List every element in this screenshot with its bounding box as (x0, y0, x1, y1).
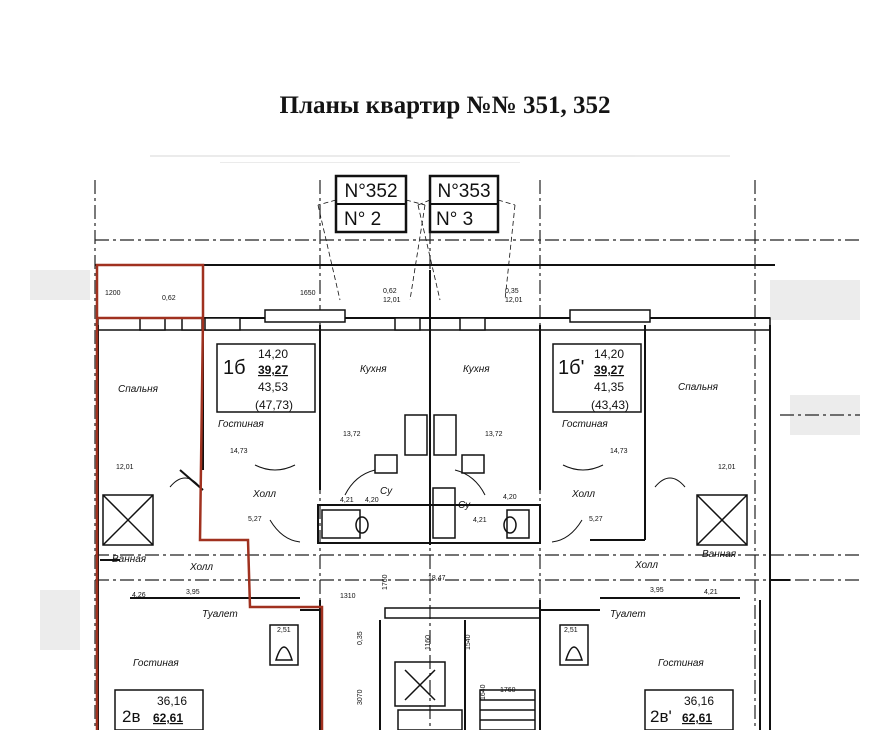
unit-area-1bp-2: 41,35 (594, 380, 624, 394)
unit-area-2vp-0: 36,16 (684, 694, 714, 708)
dim-label: 0,62 (162, 295, 176, 302)
unit-code-1b: 1б (223, 357, 246, 379)
room-label-living-lower-right: Гостиная (658, 658, 704, 669)
dim-label-vertical: 1160 (425, 635, 432, 650)
unit-code-2v-prime: 2в' (650, 707, 672, 726)
unit-area-1bp-3: (43,43) (591, 398, 629, 412)
dim-label-vertical: 1640 (480, 684, 487, 700)
dim-label: 14,73 (230, 448, 248, 455)
room-label-living-lower-left: Гостиная (133, 658, 179, 669)
dim-label: 1200 (105, 290, 121, 297)
badge-353: N°353 N° 3 (428, 174, 500, 234)
dim-label: 0,35 (505, 288, 519, 295)
unit-area-1bp-0: 14,20 (594, 347, 624, 361)
dim-label-vertical: 1540 (465, 634, 472, 650)
room-label-wc-left: Су (380, 486, 393, 497)
badge-352-apartment: N° 2 (344, 209, 381, 230)
dim-label: 12,01 (505, 297, 523, 304)
dim-label: 3,95 (186, 589, 200, 596)
room-labels: Спальня Спальня Гостиная Гостиная Кухня … (112, 364, 737, 669)
room-label-hall-right: Холл (571, 489, 595, 500)
bathtubs (102, 494, 748, 546)
unit-area-1b-1: 39,27 (258, 363, 288, 377)
unit-area-1b-2: 43,53 (258, 380, 288, 394)
dim-label: 0,62 (383, 288, 397, 295)
unit-area-1b-0: 14,20 (258, 347, 288, 361)
toilets (269, 624, 589, 666)
room-label-kitchen-right: Кухня (463, 364, 490, 375)
room-label-hall-lower-left: Холл (189, 562, 213, 573)
unit-box-2v-prime: 2в' 36,16 62,61 (644, 689, 734, 730)
dim-label: 2,51 (277, 627, 291, 634)
room-label-bedroom-right: Спальня (678, 382, 719, 393)
unit-area-2v-1: 62,61 (153, 711, 183, 725)
room-label-bathroom-right: Ванная (702, 549, 737, 560)
unit-area-1bp-1: 39,27 (594, 363, 624, 377)
dim-label: 5,27 (248, 516, 262, 523)
unit-code-1b-prime: 1б' (558, 357, 584, 379)
room-label-bathroom-left: Ванная (112, 554, 147, 565)
unit-code-2v: 2в (122, 707, 141, 726)
badge-352-number: N°352 (344, 181, 397, 202)
apartment-outline (95, 263, 324, 730)
unit-area-2v-0: 36,16 (157, 694, 187, 708)
badge-353-apartment: N° 3 (436, 209, 473, 230)
room-label-hall-lower-right: Холл (634, 560, 658, 571)
unit-box-2v: 2в 36,16 62,61 (114, 689, 204, 730)
dim-label: 14,73 (610, 448, 628, 455)
unit-box-1b-prime: 1б' 14,20 39,27 41,35 (43,43) (552, 343, 642, 413)
dim-label: 1310 (340, 593, 356, 600)
bathroom-block (317, 414, 541, 544)
dim-label: 12,01 (383, 297, 401, 304)
dim-label-vertical: 1760 (382, 574, 389, 590)
windows (139, 309, 651, 331)
dim-label: 1760 (500, 687, 516, 694)
room-label-toilet-right: Туалет (610, 609, 646, 620)
dim-label-vertical: 3070 (357, 689, 364, 705)
dim-label: 4,21 (473, 517, 487, 524)
unit-box-1b: 1б 14,20 39,27 43,53 (47,73) (216, 343, 316, 413)
dim-label: 12,01 (116, 464, 134, 471)
dim-label: 12,01 (718, 464, 736, 471)
dim-label: 4,21 (704, 589, 718, 596)
badge-353-number: N°353 (437, 181, 490, 202)
unit-area-1b-3: (47,73) (255, 398, 293, 412)
room-label-bedroom-left: Спальня (118, 384, 159, 395)
dim-label: 2,51 (564, 627, 578, 634)
room-label-kitchen-left: Кухня (360, 364, 387, 375)
dim-label: 4,21 (340, 497, 354, 504)
room-label-hall-left: Холл (252, 489, 276, 500)
dim-label: 13,72 (485, 431, 503, 438)
dim-label: 4,20 (503, 494, 517, 501)
elevator-core (384, 607, 541, 730)
dim-label: 4,26 (132, 592, 146, 599)
dimension-labels: 1200 1650 1310 1760 0,62 0,35 13,72 13,7… (105, 288, 736, 705)
page-title: Планы квартир №№ 351, 352 (279, 92, 611, 119)
dim-label-vertical: 0,35 (357, 631, 364, 645)
room-label-toilet-left: Туалет (202, 609, 238, 620)
dim-label: 5,27 (589, 516, 603, 523)
unit-area-2vp-1: 62,61 (682, 711, 712, 725)
dim-label: 13,72 (343, 431, 361, 438)
dim-label: 3,95 (650, 587, 664, 594)
room-label-living-right: Гостиная (562, 419, 608, 430)
dim-label: 1650 (300, 290, 316, 297)
dim-label: 18,47 (428, 575, 446, 582)
room-label-living-left: Гостиная (218, 419, 264, 430)
room-label-wc-right: Су (458, 500, 471, 511)
scan-noise (30, 155, 860, 650)
dim-label: 4,20 (365, 497, 379, 504)
badge-352: N°352 N° 2 (334, 174, 408, 234)
door-swings (169, 464, 686, 543)
